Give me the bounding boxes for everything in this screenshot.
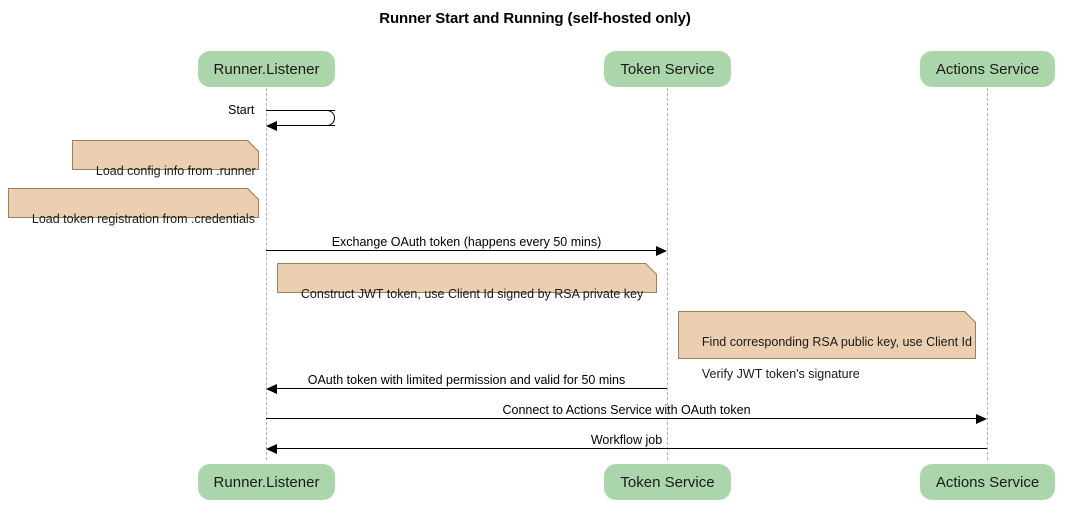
participant-label: Actions Service [935, 60, 1040, 78]
participant-token-service-top[interactable]: Token Service [604, 51, 731, 87]
note-fold-corner-icon [965, 311, 976, 322]
participant-runner-listener-top[interactable]: Runner.Listener [198, 51, 335, 87]
arrowhead-oauth-return [266, 384, 277, 394]
note-fold-corner-icon [248, 140, 259, 151]
participant-label: Runner.Listener [213, 60, 320, 78]
note-text: Load token registration from .credential… [31, 212, 255, 226]
note-fold-corner-icon [646, 263, 657, 274]
note-text-line-2: Verify JWT token's signature [701, 367, 860, 381]
message-label-exchange-oauth: Exchange OAuth token (happens every 50 m… [331, 235, 602, 249]
lifeline-runner [266, 88, 267, 460]
participant-label: Token Service [620, 473, 715, 491]
lifeline-token [667, 88, 668, 460]
participant-runner-listener-bottom[interactable]: Runner.Listener [198, 464, 335, 500]
arrowhead-connect-actions [976, 414, 987, 424]
note-fold-corner-icon [248, 188, 259, 199]
participant-label: Token Service [620, 60, 715, 78]
participant-token-service-bottom[interactable]: Token Service [604, 464, 731, 500]
message-line-start-bottom [272, 125, 335, 126]
message-line-start-top [266, 110, 335, 111]
message-label-connect-actions: Connect to Actions Service with OAuth to… [502, 403, 751, 417]
message-label-workflow-job: Workflow job [590, 433, 663, 447]
note-load-token-registration: Load token registration from .credential… [8, 188, 259, 226]
participant-actions-service-bottom[interactable]: Actions Service [920, 464, 1055, 500]
note-verify-jwt: Find corresponding RSA public key, use C… [678, 311, 976, 381]
note-construct-jwt: Construct JWT token, use Client Id signe… [277, 263, 657, 301]
message-line-connect-actions [266, 418, 976, 419]
participant-label: Actions Service [935, 473, 1040, 491]
participant-actions-service-top[interactable]: Actions Service [920, 51, 1055, 87]
message-line-exchange-oauth [266, 250, 656, 251]
arrowhead-exchange-oauth [656, 246, 667, 256]
message-line-oauth-return [275, 388, 667, 389]
arrowhead-start [266, 121, 277, 131]
note-text: Load config info from .runner [95, 164, 256, 178]
participant-label: Runner.Listener [213, 473, 320, 491]
note-text: Construct JWT token, use Client Id signe… [300, 287, 644, 301]
message-line-workflow-job [275, 448, 987, 449]
note-text-line-1: Find corresponding RSA public key, use C… [701, 335, 972, 349]
arrowhead-workflow-job [266, 444, 277, 454]
lifeline-actions [987, 88, 988, 460]
message-label-start: Start [228, 103, 255, 117]
message-label-oauth-return: OAuth token with limited permission and … [307, 373, 626, 387]
note-load-config: Load config info from .runner [72, 140, 259, 178]
message-selfloop-start [312, 110, 335, 126]
page-title: Runner Start and Running (self-hosted on… [379, 10, 691, 27]
